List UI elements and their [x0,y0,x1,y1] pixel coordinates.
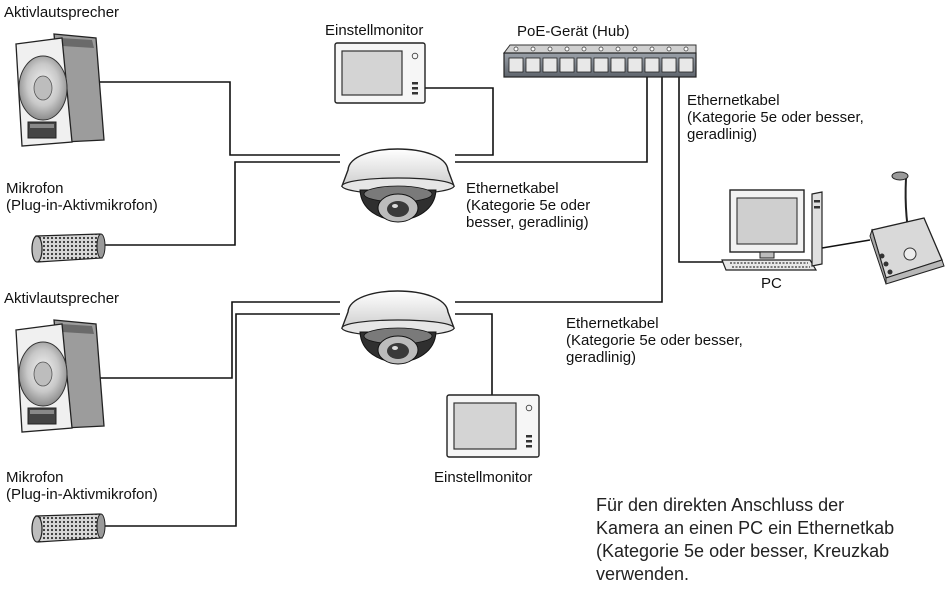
label-cable-bottom: Ethernetkabel (Kategorie 5e oder besser,… [566,315,743,366]
label-monitor-top: Einstellmonitor [325,22,424,39]
cable-monitor-bottom [455,313,493,395]
microphone-icon [31,233,106,263]
label-hub: PoE-Gerät (Hub) [517,23,630,40]
label-cable-bottom-line2: (Kategorie 5e oder besser, [566,332,743,349]
cable-mic-top [100,161,340,246]
note-direct-connection: Für den direkten Anschluss der Kamera an… [596,494,894,586]
label-mic-top-line1: Mikrofon [6,180,64,197]
pc-icon [721,189,823,271]
hub-icon [503,44,697,78]
monitor-icon [334,42,426,104]
cable-camera-top-hub [455,76,648,163]
label-cable-mid-line3: besser, geradlinig) [466,214,589,231]
cable-monitor-top [425,87,494,156]
note-line2: Kamera an einen PC ein Ethernetkab [596,518,895,538]
label-cable-right-line3: geradlinig) [687,126,758,143]
cable-hub-pc [678,76,726,263]
label-mic-top-line2: (Plug-in-Aktivmikrofon) [6,197,158,214]
label-pc: PC [761,275,782,292]
microphone-icon [31,513,106,543]
cable-speaker-bottom [98,301,340,379]
label-speaker-bottom: Aktivlautsprecher [4,290,120,307]
speaker-icon [15,319,105,433]
dome-camera-icon [340,290,456,365]
label-monitor-bottom: Einstellmonitor [434,469,533,486]
label-speaker-top: Aktivlautsprecher [4,4,120,21]
label-cable-right: Ethernetkabel (Kategorie 5e oder besser,… [687,92,864,143]
label-cable-bottom-line1: Ethernetkabel [566,315,659,332]
label-mic-bottom-line2: (Plug-in-Aktivmikrofon) [6,486,158,503]
note-line4: verwenden. [596,564,690,584]
cable-pc-desk-mic [821,239,871,249]
cable-speaker-top [98,81,340,156]
label-mic-bottom: Mikrofon (Plug-in-Aktivmikrofon) [6,469,158,503]
cables [98,76,871,527]
label-cable-mid-line2: (Kategorie 5e oder [466,197,591,214]
speaker-icon [15,33,105,147]
cable-mic-bottom [100,313,340,527]
label-cable-right-line2: (Kategorie 5e oder besser, [687,109,864,126]
label-cable-right-line1: Ethernetkabel [687,92,780,109]
note-line3: (Kategorie 5e oder besser, Kreuzkab [596,541,890,561]
label-mic-bottom-line1: Mikrofon [6,469,64,486]
label-cable-mid: Ethernetkabel (Kategorie 5e oder besser,… [466,180,590,231]
label-mic-top: Mikrofon (Plug-in-Aktivmikrofon) [6,180,158,214]
dome-camera-icon [340,148,456,223]
desk-microphone-icon [869,171,945,285]
monitor-icon [446,394,540,458]
cable-camera-bottom-hub [455,76,663,303]
label-cable-mid-line1: Ethernetkabel [466,180,559,197]
label-cable-bottom-line3: geradlinig) [566,349,637,366]
note-line1: Für den direkten Anschluss der [596,495,845,515]
